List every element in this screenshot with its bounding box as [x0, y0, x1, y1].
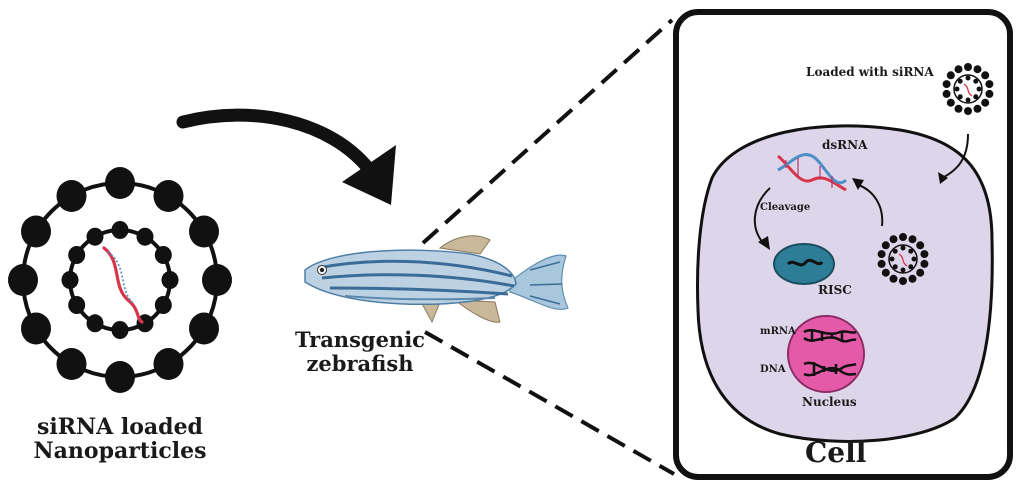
inner-bead	[68, 246, 85, 264]
small-bead	[981, 71, 989, 79]
small-inner-bead	[908, 249, 913, 254]
nanoparticles-label: siRNA loaded Nanoparticles	[20, 415, 220, 463]
small-inner-bead	[890, 257, 895, 262]
inner-bead	[87, 228, 104, 246]
small-bead	[947, 99, 955, 107]
outer-bead	[202, 264, 232, 296]
cleavage-label: Cleavage	[760, 202, 810, 213]
small-inner-bead	[893, 249, 898, 254]
small-bead	[909, 235, 917, 243]
inner-bead	[155, 296, 172, 314]
small-bead	[878, 260, 886, 268]
small-bead	[920, 260, 928, 268]
risc-complex-icon	[774, 244, 834, 284]
small-inner-bead	[958, 79, 963, 84]
small-bead	[943, 90, 951, 98]
dsrna-label: dsRNA	[822, 138, 867, 152]
small-inner-bead	[966, 98, 971, 103]
small-bead	[964, 107, 972, 115]
small-bead	[964, 63, 972, 71]
inner-bead	[112, 321, 129, 339]
nanoparticles-label-line2: Nanoparticles	[20, 439, 220, 463]
inner-beads	[62, 221, 179, 339]
small-bead	[974, 65, 982, 73]
zebrafish-label-line1: Transgenic	[280, 328, 440, 352]
small-bead	[974, 105, 982, 113]
small-bead	[878, 250, 886, 258]
zebrafish-label-line2: zebrafish	[280, 352, 440, 376]
small-inner-bead	[958, 94, 963, 99]
small-bead	[882, 241, 890, 249]
inner-bead	[162, 271, 179, 289]
small-bead	[916, 241, 924, 249]
zebrafish-label: Transgenic zebrafish	[280, 328, 440, 376]
outer-bead	[57, 180, 87, 212]
small-inner-bead	[912, 257, 917, 262]
inner-bead	[87, 314, 104, 332]
inner-bead	[155, 246, 172, 264]
small-inner-bead	[973, 79, 978, 84]
inner-bead	[68, 296, 85, 314]
small-inner-bead	[901, 268, 906, 273]
small-inner-bead	[908, 264, 913, 269]
small-bead	[882, 269, 890, 277]
small-inner-bead	[901, 246, 906, 251]
outer-ring	[23, 183, 217, 377]
small-bead	[899, 233, 907, 241]
small-inner-bead	[955, 87, 960, 92]
risc-label: RISC	[818, 283, 852, 297]
small-bead	[985, 90, 993, 98]
nanoparticle-large	[8, 167, 232, 393]
small-inner-bead	[893, 264, 898, 269]
small-bead	[985, 80, 993, 88]
outer-bead	[189, 313, 219, 345]
small-bead	[955, 65, 963, 73]
small-bead	[890, 275, 898, 283]
dna-label: DNA	[760, 364, 786, 375]
sirna-strand-icon	[104, 248, 142, 322]
outer-bead	[154, 180, 184, 212]
zebrafish-illustration	[305, 236, 568, 322]
outer-bead	[105, 167, 135, 199]
outer-bead	[21, 216, 51, 248]
outer-bead	[8, 264, 38, 296]
outer-bead	[57, 348, 87, 380]
small-bead	[955, 105, 963, 113]
nucleus-icon	[788, 316, 864, 392]
cell-label: Cell	[805, 436, 866, 469]
small-bead	[947, 71, 955, 79]
outer-bead	[154, 348, 184, 380]
small-bead	[943, 80, 951, 88]
outer-bead	[189, 216, 219, 248]
inner-bead	[62, 271, 79, 289]
small-inner-bead	[973, 94, 978, 99]
nanoparticles-label-line1: siRNA loaded	[20, 415, 220, 439]
loaded-with-sirna-label: Loaded with siRNA	[806, 65, 934, 79]
curved-arrow-icon	[183, 115, 396, 205]
small-bead	[981, 99, 989, 107]
outer-bead	[105, 361, 135, 393]
small-inner-bead	[966, 76, 971, 81]
small-inner-bead	[977, 87, 982, 92]
small-bead	[920, 250, 928, 258]
small-bead	[909, 275, 917, 283]
small-bead	[899, 277, 907, 285]
small-bead	[916, 269, 924, 277]
outer-bead	[21, 313, 51, 345]
outer-beads	[8, 167, 232, 393]
nucleus-label: Nucleus	[802, 395, 857, 409]
inner-bead	[137, 228, 154, 246]
inner-ring	[70, 230, 170, 330]
mrna-label: mRNA	[760, 326, 796, 337]
small-bead	[890, 235, 898, 243]
inner-bead	[112, 221, 129, 239]
